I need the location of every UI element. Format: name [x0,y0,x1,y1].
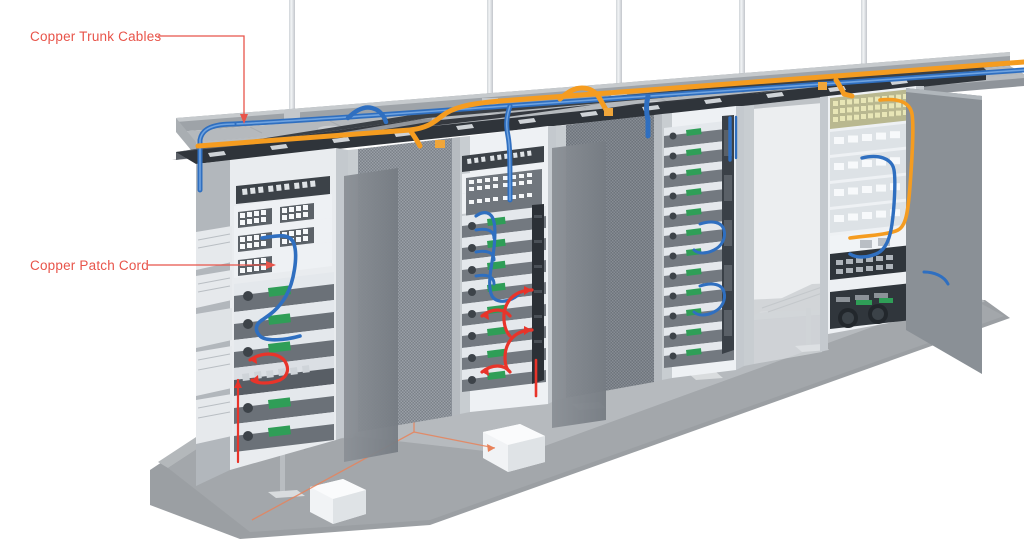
floor-box [310,479,366,524]
rack-1-switch [236,176,330,204]
rack-1 [196,148,348,486]
blue-drop-rack3 [644,93,651,139]
rack-3-blue-patch-cord [692,220,726,255]
tray-cables [195,59,1024,203]
rack-4-orange-cord [848,97,915,240]
rack-3-servers [664,120,734,368]
rack-1-side-rails [196,226,232,444]
rack-4-blue-cord [848,154,897,259]
orange-drop-rack4 [833,77,855,99]
rack-4 [744,86,982,374]
rack-2-red-patch-cord [502,288,534,338]
label-copper-trunk-cables: Copper Trunk Cables [30,29,162,44]
rack-4-open-door[interactable] [906,88,982,374]
orange-trunk-cable [195,59,1024,149]
rack-4-chassis-switch [830,227,912,329]
floor-box [483,424,545,472]
rack-1-red-patch-cord [248,352,290,382]
patch-leader-arrow [266,261,276,269]
rack-1-patch-panels [234,194,332,278]
rack-3 [662,106,744,380]
label-copper-patch-cord: Copper Patch Cord [30,258,149,273]
ceiling-hanger-rods [289,0,867,116]
rack-1-blue-patch-cord [254,233,302,342]
trunk-leader-arrow [240,114,248,124]
rack-3-mesh-bay [552,114,662,428]
annotation-leaders [148,35,272,266]
rack-2-mesh-bay [344,137,460,462]
trunk-leader-line [158,35,245,120]
rack-2-blue-patch-cord [474,211,522,303]
